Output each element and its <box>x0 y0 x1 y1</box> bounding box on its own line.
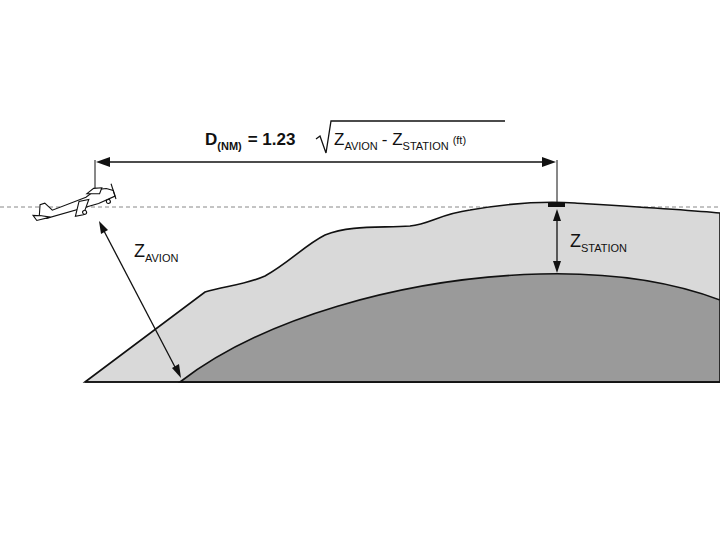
radical-sign <box>316 121 505 153</box>
formula-text: STATION <box>581 243 627 254</box>
extension-line <box>557 160 558 203</box>
ground-base <box>85 381 720 383</box>
arrow-head <box>553 209 561 221</box>
terrain-relief <box>85 202 720 382</box>
formula: D(NM)= 1.23 <box>205 131 295 148</box>
formula-text: (ft) <box>453 135 466 146</box>
formula-text: Z <box>570 232 581 250</box>
distance-arrow <box>107 161 545 162</box>
formula-text: (NM) <box>217 141 241 152</box>
formula-text: AVION <box>145 253 178 264</box>
arrow-head <box>542 157 556 167</box>
altitude-arrow <box>104 231 175 367</box>
height-arrow <box>556 219 557 263</box>
formula-text: D <box>205 131 217 148</box>
formula: ZAVION- ZSTATION(ft) <box>334 131 466 148</box>
arrow-head <box>172 364 181 378</box>
aircraft <box>31 182 118 230</box>
height-label: ZSTATION <box>570 232 627 250</box>
altitude-label: ZAVION <box>134 242 178 260</box>
arrow-head <box>553 261 561 273</box>
formula-text: STATION <box>403 141 449 152</box>
formula-text: AVION <box>344 141 377 152</box>
earth-curve <box>180 274 720 382</box>
arrow-head <box>96 157 110 167</box>
formula-text: Z <box>334 131 344 148</box>
arrow-head <box>99 221 108 234</box>
formula-text: Z <box>134 242 145 260</box>
formula-text: = 1.23 <box>248 131 296 148</box>
formula-text: - Z <box>382 131 403 148</box>
